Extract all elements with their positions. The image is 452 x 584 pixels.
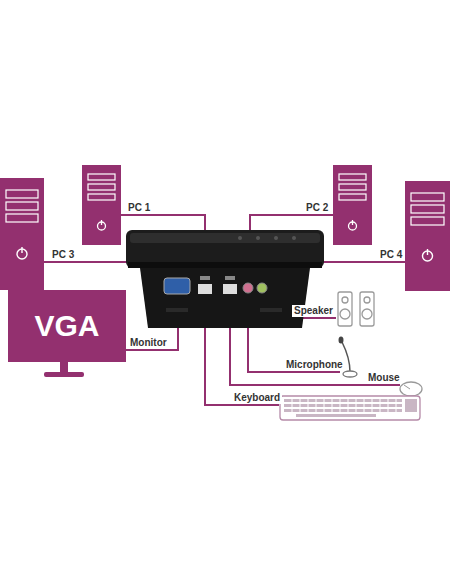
- pc-tower: [82, 165, 121, 245]
- pc-label: PC 4: [378, 249, 404, 261]
- wire: [250, 215, 333, 232]
- speaker-icon: [338, 292, 374, 326]
- keyboard-icon: [280, 396, 420, 420]
- device-label: Monitor: [128, 337, 169, 349]
- pc-label: PC 1: [126, 202, 152, 214]
- device-label: Microphone: [284, 359, 345, 371]
- screen-text: VGA: [34, 309, 99, 343]
- monitor-stand: [44, 362, 84, 377]
- wire: [121, 215, 205, 232]
- device-label: Speaker: [292, 305, 335, 317]
- device-label: Keyboard: [232, 392, 282, 404]
- pc-tower: [0, 178, 44, 290]
- wire: [44, 261, 128, 263]
- pc-label: PC 2: [304, 202, 330, 214]
- pc-label: PC 3: [50, 249, 76, 261]
- mouse-icon: [400, 382, 422, 396]
- device-label: Mouse: [366, 372, 402, 384]
- wire: [322, 261, 405, 263]
- wire: [126, 325, 178, 350]
- pc-tower: [333, 165, 372, 245]
- vga-monitor: VGA: [8, 290, 126, 362]
- pc-tower: [405, 181, 450, 291]
